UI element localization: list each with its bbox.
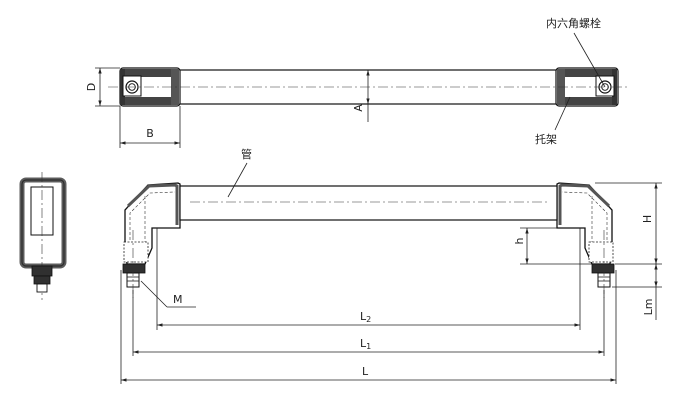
dim-label-M: M	[173, 293, 183, 306]
callout-hex-bolt: 内六角螺栓	[546, 16, 601, 30]
dim-label-Lm: Lm	[642, 299, 655, 316]
front-view-tube	[179, 185, 558, 221]
dim-label-L1: L1	[360, 337, 371, 351]
dim-label-h: h	[513, 237, 526, 244]
front-view	[120, 162, 662, 384]
top-view	[95, 32, 630, 148]
callout-tube: 管	[241, 147, 252, 161]
dim-label-B: B	[146, 127, 154, 140]
callout-bracket: 托架	[535, 132, 557, 146]
dim-label-A: A	[352, 104, 365, 112]
dim-label-L2: L2	[360, 310, 371, 324]
dim-label-L: L	[362, 365, 369, 378]
dim-label-D: D	[85, 83, 98, 91]
top-view-right-bolt-icon	[595, 75, 615, 97]
front-view-left-bolt-icon	[122, 263, 146, 288]
front-view-right-bolt-icon	[591, 263, 615, 288]
dim-label-H: H	[641, 215, 654, 223]
end-view	[19, 172, 67, 300]
top-view-left-bolt-icon	[122, 75, 142, 97]
